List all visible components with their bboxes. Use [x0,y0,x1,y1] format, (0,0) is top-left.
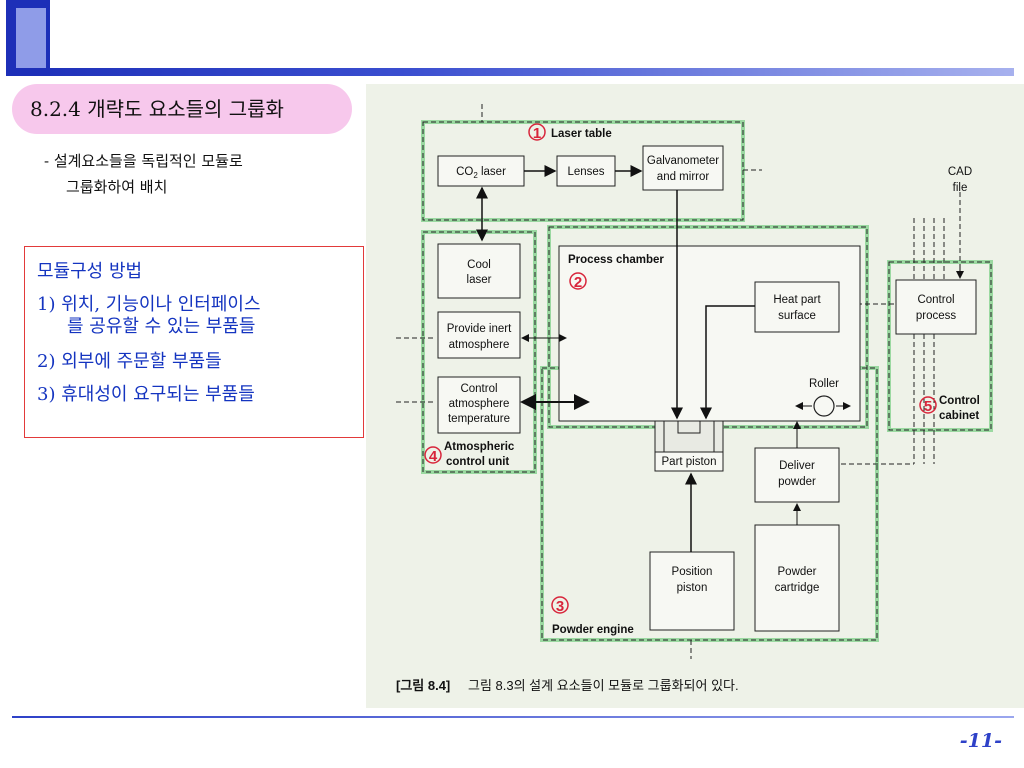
cartridge-label-2: cartridge [775,582,820,594]
ctrl-atm-label-2: atmosphere [449,398,510,410]
deliver-label-1: Deliver [779,460,815,472]
badge-2: 2 [574,274,582,291]
galvo-label-2: and mirror [657,171,710,183]
page-number: -11- [959,730,1002,752]
module-methods-box: 모듈구성 방법 1) 위치, 기능이나 인터페이스 를 공유할 수 있는 부품들… [24,246,364,438]
powder-engine-label: Powder engine [552,624,634,636]
cad-label-2: file [953,182,968,194]
lenses-box [556,155,616,187]
heat-label-1: Heat part [773,294,821,306]
part-piston-assembly [654,420,724,472]
description-line-2: 그룹화하여 배치 [66,178,168,196]
inert-label-1: Provide inert [447,323,512,335]
laser-table-label: Laser table [551,128,612,140]
method-item-1: 1) 위치, 기능이나 인터페이스 [37,294,261,315]
co2-laser-box [437,155,525,187]
cabinet-label-1: Control [939,395,980,407]
cool-label-1: Cool [467,259,491,271]
powder-cartridge-box [754,524,840,632]
lenses-label: Lenses [567,166,604,178]
ctrl-proc-label-2: process [916,310,957,322]
methods-heading: 모듈구성 방법 [37,261,143,282]
module-grouping-diagram: 1 2 3 4 5 Laser table Process chamber Po… [366,84,1024,708]
description-line-1: - 설계요소들을 독립적인 모듈로 [44,152,243,170]
badge-3: 3 [556,598,564,615]
cad-label-1: CAD [948,166,972,178]
control-process-box [895,279,977,335]
galvanometer-box [642,145,724,191]
header-rule [6,68,1014,76]
control-atmosphere-box [437,376,521,434]
position-label-2: piston [677,582,708,594]
laser-table-group [422,121,744,221]
footer-rule [12,716,1014,718]
method-item-2: 2) 외부에 주문할 부품들 [37,351,222,372]
method-item-3: 3) 휴대성이 요구되는 부품들 [37,384,255,405]
co2-laser-label: CO2 laser [456,166,506,180]
figure-caption-text: 그림 8.3의 설계 요소들이 모듈로 그룹화되어 있다. [468,678,739,693]
deliver-powder-box [754,447,840,503]
galvo-label-1: Galvanometer [647,155,719,167]
atmos-label-1: Atmospheric [444,441,515,453]
atmos-label-2: control unit [446,456,509,468]
badge-1: 1 [533,125,541,142]
figure-caption-label: [그림 8.4] [396,678,450,693]
header-accent-block [6,0,50,76]
process-chamber-box [558,245,861,422]
process-chamber-label: Process chamber [568,254,664,266]
inert-atmosphere-box [437,311,521,359]
roller-label: Roller [809,378,839,390]
ctrl-atm-label-1: Control [460,383,497,395]
position-piston-box [649,551,735,631]
cartridge-label-1: Powder [778,566,817,578]
cabinet-label-2: cabinet [939,410,979,422]
method-item-1-cont: 를 공유할 수 있는 부품들 [67,316,256,337]
position-label-1: Position [672,566,713,578]
badge-5: 5 [924,398,932,415]
ctrl-proc-label-1: Control [917,294,954,306]
badge-4: 4 [429,448,438,465]
section-title: 8.2.4 개략도 요소들의 그룹화 [12,84,352,134]
heat-part-box [754,281,840,333]
heat-label-2: surface [778,310,816,322]
section-description: - 설계요소들을 독립적인 모듈로 그룹화하여 배치 [44,148,243,200]
cool-laser-box [437,243,521,299]
ctrl-atm-label-3: temperature [448,413,510,425]
header-accent-inner [16,8,46,68]
inert-label-2: atmosphere [449,339,510,351]
deliver-label-2: powder [778,476,816,488]
part-piston-label: Part piston [662,456,717,468]
roller [813,395,835,417]
cabinet-group [888,261,992,431]
cool-label-2: laser [467,274,492,286]
